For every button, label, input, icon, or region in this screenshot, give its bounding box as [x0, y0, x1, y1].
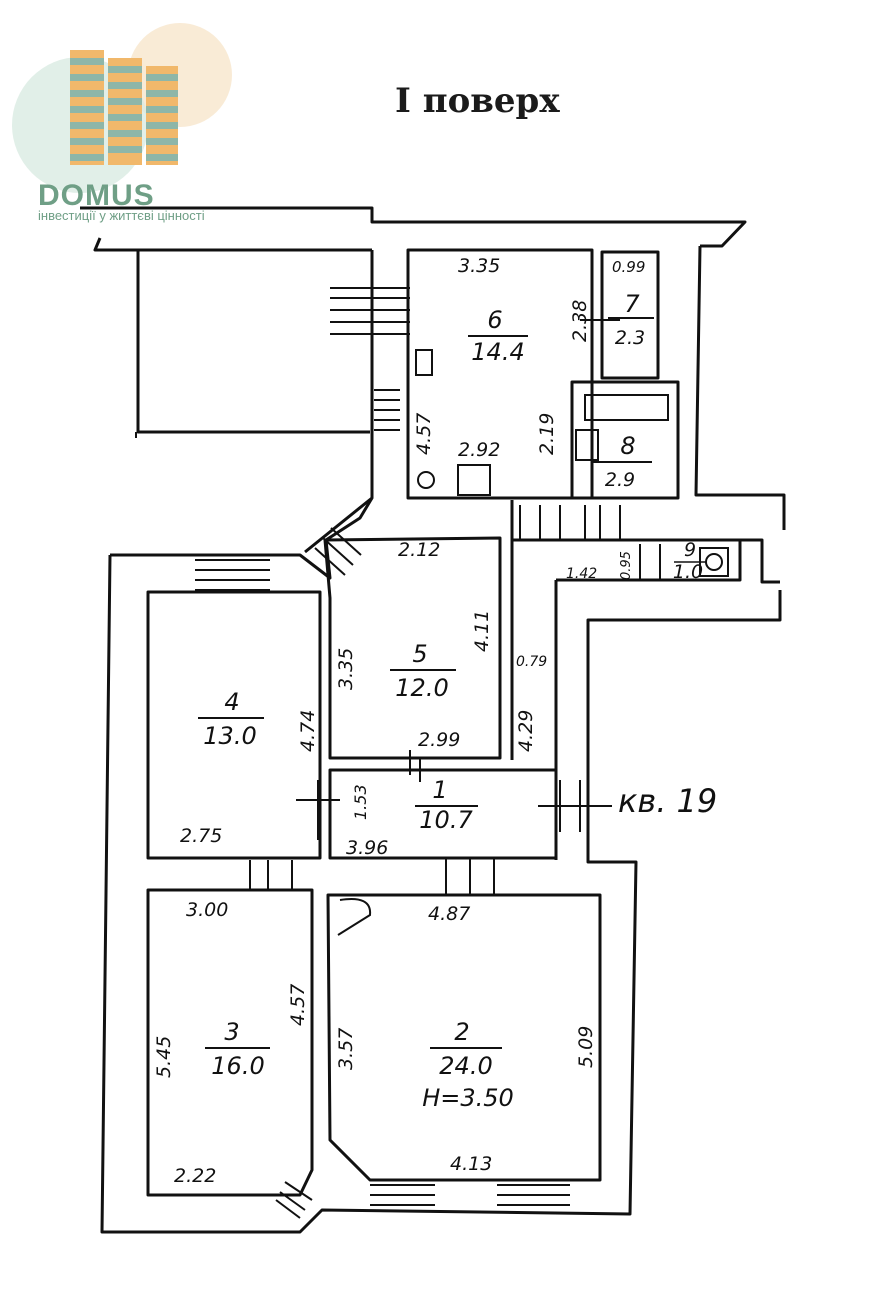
room-8-number: 8	[620, 432, 635, 460]
dim-r1-left: 1.53	[351, 784, 370, 820]
room-1-number: 1	[432, 776, 447, 804]
building-icon	[70, 50, 178, 165]
fixtures	[135, 287, 729, 1219]
room-2-number: 2	[454, 1018, 469, 1046]
room-3-number: 3	[224, 1018, 239, 1046]
room-5-number: 5	[412, 640, 427, 668]
dim-r3-bottom: 2.22	[174, 1165, 216, 1187]
room-3-area: 16.0	[211, 1052, 264, 1080]
room-1: 1 10.7	[415, 776, 478, 834]
room-4: 4 13.0	[198, 688, 264, 750]
room-4-number: 4	[224, 688, 239, 716]
room-7: 7 2.3	[608, 290, 654, 349]
dim-r2-top: 4.87	[428, 903, 470, 925]
room-6: 6 14.4	[468, 306, 528, 366]
dim-r6-left: 4.57	[413, 413, 435, 455]
room-6-number: 6	[487, 306, 502, 334]
logo-tagline: інвестиції у життєві цінності	[38, 208, 205, 223]
walls	[80, 206, 786, 1234]
room-labels: 1 10.7 2 24.0 Н=3.50 3 16.0 4 13.0 5 12.…	[198, 290, 706, 1112]
dim-corridor-length: 4.29	[515, 710, 537, 752]
room-2-height: Н=3.50	[422, 1084, 514, 1112]
room-9-number: 9	[684, 539, 696, 561]
dim-r4-right: 4.74	[297, 710, 319, 752]
room-6-area: 14.4	[471, 338, 524, 366]
dim-r3-left: 5.45	[153, 1036, 175, 1078]
dim-r6-right: 2.19	[536, 413, 558, 455]
apartment-label: кв. 19	[618, 782, 717, 820]
room-2: 2 24.0 Н=3.50	[422, 1018, 514, 1112]
dim-r3-top: 3.00	[186, 899, 228, 921]
dim-r9-a: 1.42	[566, 566, 597, 582]
dim-r5-right: 4.11	[471, 610, 493, 652]
room-5-area: 12.0	[395, 674, 448, 702]
room-7-area: 2.3	[615, 327, 645, 349]
dim-r7-top: 0.99	[612, 258, 645, 276]
dim-r5-bottom: 2.99	[418, 729, 460, 751]
dim-r4-bottom: 2.75	[180, 825, 222, 847]
room-3: 3 16.0	[205, 1018, 270, 1080]
room-5: 5 12.0	[390, 640, 456, 702]
room-7-number: 7	[624, 290, 640, 318]
dim-r5-top: 2.12	[398, 539, 440, 561]
room-4-area: 13.0	[203, 722, 256, 750]
dim-r9-b: 0.95	[619, 551, 634, 580]
dim-r2-bottom: 4.13	[450, 1153, 492, 1175]
floor-title: І поверх	[395, 81, 560, 121]
dim-r2-left: 3.57	[335, 1028, 357, 1070]
dim-r1-bottom: 3.96	[346, 837, 388, 859]
room-9-area: 1.0	[673, 561, 703, 583]
dim-r6-side: 2.38	[569, 300, 591, 342]
room-1-area: 10.7	[419, 806, 473, 834]
dim-r6-top: 3.35	[458, 255, 500, 277]
room-2-area: 24.0	[439, 1052, 492, 1080]
room-9: 9 1.0	[673, 539, 706, 583]
dim-r5-left: 3.35	[335, 648, 357, 690]
dim-corridor-width: 0.79	[516, 654, 547, 670]
dim-r6-bottom: 2.92	[458, 439, 500, 461]
room-8: 8 2.9	[592, 432, 652, 491]
domus-logo: DOMUS інвестиції у життєві цінності	[12, 23, 232, 223]
room-8-area: 2.9	[605, 469, 635, 491]
dim-r3-right: 4.57	[287, 984, 309, 1026]
dim-r2-right: 5.09	[575, 1026, 597, 1068]
dimension-labels: 3.35 2.38 4.57 2.19 2.92 0.99 2.12 3.35 …	[153, 255, 645, 1187]
